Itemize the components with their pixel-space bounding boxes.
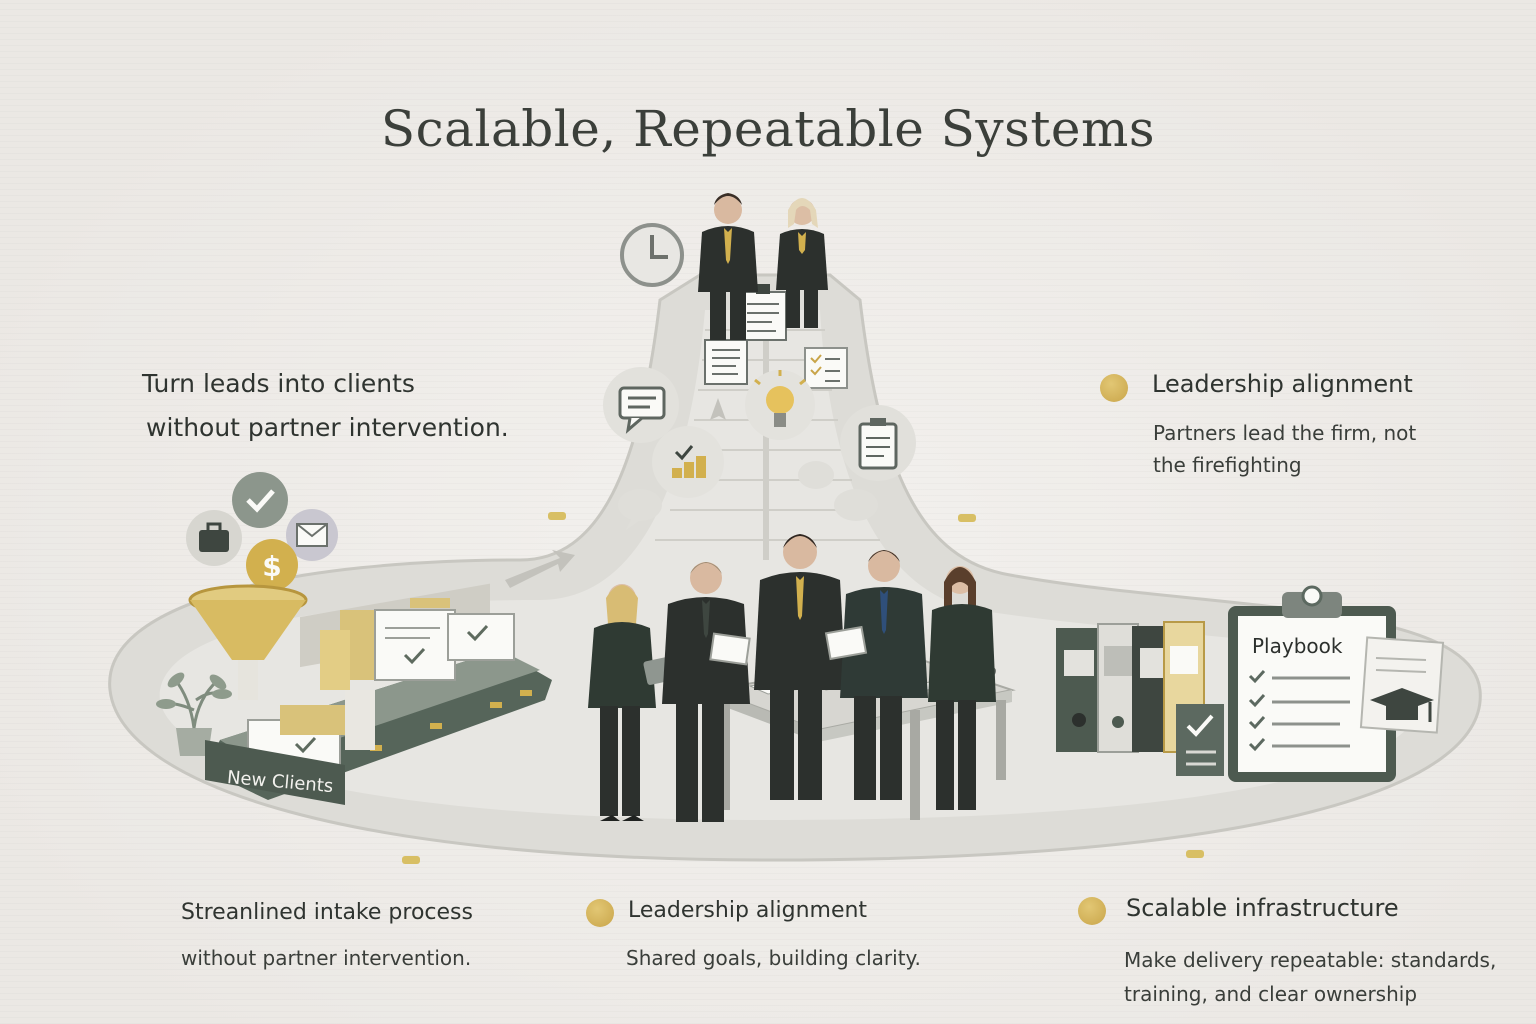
lightbulb-icon — [745, 370, 815, 440]
chat-icon — [603, 367, 679, 443]
gold-bullet-icon — [1078, 897, 1106, 925]
clipboard-icon — [840, 405, 916, 481]
meeting-group — [588, 534, 1016, 822]
bottom-item-3-body-line-2: training, and clear ownership — [1124, 982, 1418, 1006]
dollar-icon: $ — [246, 539, 298, 591]
briefcase-icon — [186, 510, 242, 566]
bottom-item-2-body: Shared goals, building clarity. — [626, 946, 921, 970]
bottom-item-2-heading: Leadership alignment — [628, 898, 868, 923]
funnel-icon — [188, 584, 308, 700]
gold-bullet-icon — [586, 899, 614, 927]
left-callout-line-1: Turn leads into clients — [142, 369, 415, 398]
binder-icon — [1056, 621, 1224, 776]
bottom-item-1-heading: Streanlined intake process — [181, 900, 473, 925]
envelope-icon — [286, 509, 338, 561]
plant-icon — [156, 672, 232, 756]
bottom-item-3-body-line-1: Make delivery repeatable: standards, — [1124, 948, 1497, 972]
bottom-item-3-heading: Scalable infrastructure — [1126, 894, 1399, 922]
right-callout-line-2: the firefighting — [1153, 453, 1302, 477]
right-callout-heading: Leadership alignment — [1152, 370, 1413, 398]
gold-bullet-icon — [1100, 374, 1128, 402]
check-icon — [232, 472, 288, 528]
checklist-icon — [804, 347, 848, 389]
graduation-cap-icon — [1370, 688, 1434, 722]
playbook-clipboard — [1228, 585, 1445, 782]
page-title: Scalable, Repeatable Systems — [380, 100, 1156, 158]
document-icon — [704, 339, 748, 385]
new-clients-tray — [205, 583, 552, 805]
speech-bubbles — [618, 461, 878, 530]
clock-icon — [620, 223, 684, 287]
chart-icon — [652, 426, 724, 498]
playbook-label: Playbook — [1252, 634, 1343, 658]
left-callout-line-2: without partner intervention. — [146, 413, 509, 442]
svg-text:$: $ — [262, 550, 281, 583]
funnel-group: $ — [156, 472, 338, 756]
bottom-item-1-body: without partner intervention. — [181, 946, 472, 970]
right-callout-line-1: Partners lead the firm, not — [1153, 421, 1417, 445]
executives-top — [698, 193, 828, 340]
document-icon — [739, 284, 787, 341]
